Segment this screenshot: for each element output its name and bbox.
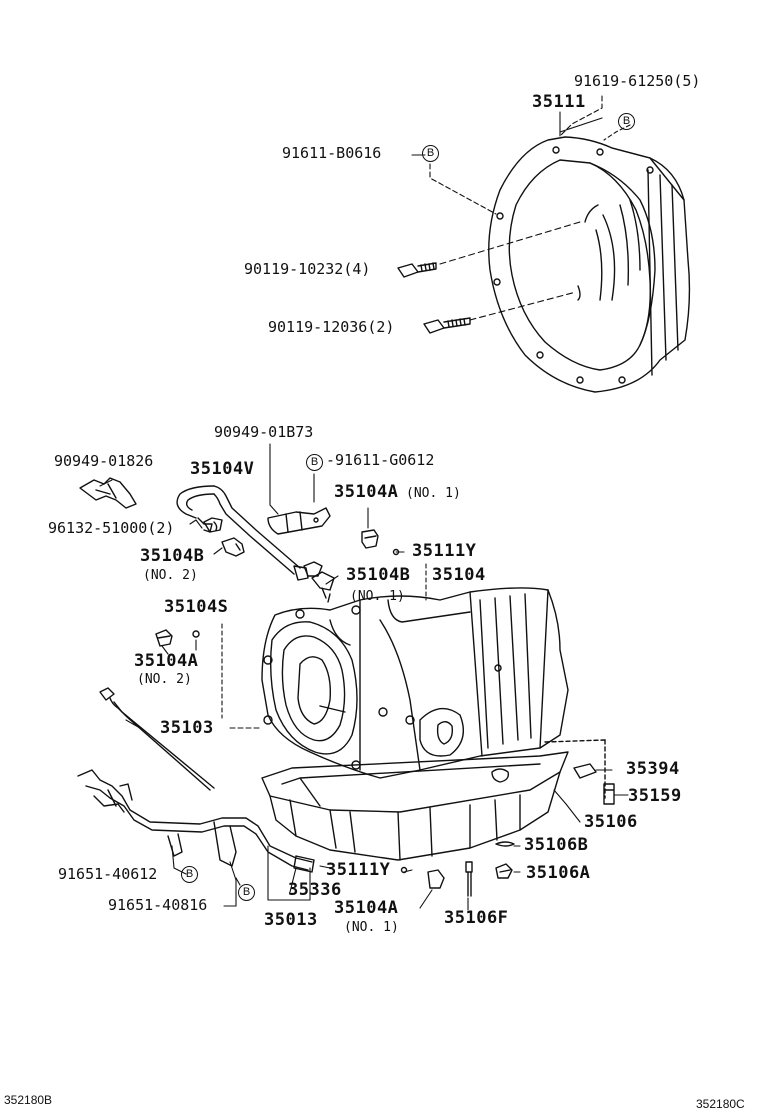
callout-no1-label: (NO. 1)	[406, 486, 461, 501]
dipstick-drawing	[99, 687, 215, 791]
plug-no2-drawing	[155, 629, 173, 647]
housing-bolt-drawings	[397, 262, 471, 334]
callout-no1-label: (NO. 1)	[344, 920, 399, 935]
callout-35111: 35111	[532, 92, 586, 112]
bolt-marker-b: B	[181, 866, 198, 883]
converter-housing-drawing	[488, 136, 691, 393]
callout-90949-01826: 90949-01826	[54, 452, 154, 470]
callout-90949-01b73: 90949-01B73	[214, 423, 314, 441]
callout-35104b-no1: 35104B	[346, 565, 411, 585]
bolt-marker-b: B	[422, 145, 439, 162]
callout-35104: 35104	[432, 565, 486, 585]
figure-code-left: 352180B	[4, 1093, 53, 1107]
callout-35106f: 35106F	[444, 908, 509, 928]
callout-35103: 35103	[160, 718, 214, 738]
callout-35111y-top: 35111Y	[412, 541, 477, 561]
bolt-marker-b: B	[238, 884, 255, 901]
union-no1-drawing	[311, 571, 335, 603]
transmission-case-drawing	[261, 587, 569, 779]
magnet-drawing	[603, 783, 615, 805]
filler-tube-drawing	[77, 769, 315, 873]
plug-no1-top-drawing	[361, 529, 379, 549]
callout-91651-40816: 91651-40816	[108, 896, 208, 914]
callout-35336: 35336	[288, 880, 342, 900]
callout-91611-g0612: -91611-G0612	[326, 451, 435, 469]
clip-drawing	[79, 477, 137, 509]
pad-drawing	[573, 763, 597, 779]
callout-35104s: 35104S	[164, 597, 229, 617]
callout-no2-label: (NO. 2)	[137, 672, 192, 687]
callout-35104a-no2: 35104A	[134, 651, 199, 671]
bolt-marker-b: B	[306, 454, 323, 471]
callout-no2-label: (NO. 2)	[143, 568, 198, 583]
callout-35104b-no2: 35104B	[140, 546, 205, 566]
callout-91619-61250: 91619-61250(5)	[574, 72, 701, 90]
callout-35106a: 35106A	[526, 863, 591, 883]
callout-no1-label: (NO. 1)	[350, 589, 405, 604]
callout-35111y-bottom: 35111Y	[326, 860, 391, 880]
callout-91611-b0616: 91611-B0616	[282, 144, 382, 162]
bolt-marker-b: B	[618, 113, 635, 130]
speed-sensor-drawing	[267, 507, 331, 535]
callout-35394: 35394	[626, 759, 680, 779]
callout-91651-40612: 91651-40612	[58, 865, 158, 883]
figure-code-right: 352180C	[696, 1097, 745, 1111]
callout-35106b: 35106B	[524, 835, 589, 855]
leader-lines	[99, 95, 631, 911]
callout-35106: 35106	[584, 812, 638, 832]
callout-35104v: 35104V	[190, 459, 255, 479]
callout-35159: 35159	[628, 786, 682, 806]
callout-90119-12036: 90119-12036(2)	[268, 318, 395, 336]
hose-clamp-drawings	[203, 517, 323, 577]
callout-96132-51000: 96132-51000(2)	[48, 519, 175, 537]
callout-35104a-no1-bottom: 35104A	[334, 898, 399, 918]
union-no2-drawing	[221, 537, 245, 557]
callout-35013: 35013	[264, 910, 318, 930]
cooler-hose-drawing	[176, 485, 309, 581]
callout-90119-10232: 90119-10232(4)	[244, 260, 371, 278]
oil-pan-drawing	[261, 751, 569, 861]
callout-35104a-no1-top: 35104A	[334, 482, 399, 502]
